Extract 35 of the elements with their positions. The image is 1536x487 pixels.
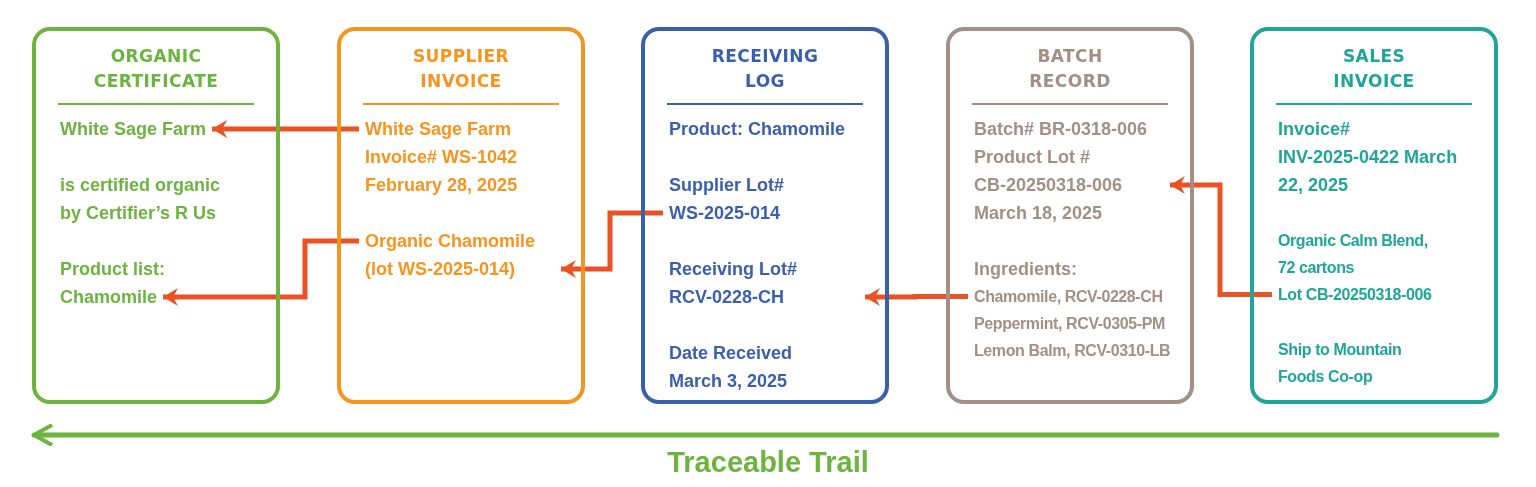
card-heading: SALES INVOICE — [1332, 45, 1416, 93]
arrow — [865, 288, 968, 306]
card-text: Organic Calm Blend, 72 cartons — [1278, 231, 1429, 278]
document-card — [32, 27, 280, 404]
arrow — [212, 120, 359, 138]
card-text: Product: Chamomile — [669, 118, 846, 141]
traced-text: White Sage Farm — [60, 115, 207, 143]
document-card — [337, 27, 585, 404]
card-text: Date Received March 3, 2025 — [669, 342, 794, 393]
card-text: Ingredients: — [974, 258, 1077, 281]
card-text: Lemon Balm, RCV-0310-LB — [974, 341, 1171, 361]
trail-label: Traceable Trail — [667, 445, 869, 480]
arrow — [561, 210, 663, 278]
card-heading: BATCH RECORD — [1028, 45, 1112, 93]
traced-text: Lot CB-20250318-006 — [1278, 281, 1432, 308]
card-heading: SUPPLIER INVOICE — [411, 45, 511, 93]
arrow — [1170, 176, 1272, 297]
document-card — [1250, 27, 1498, 404]
card-text: Product list: — [60, 258, 166, 281]
arrow — [163, 238, 359, 306]
traced-text: Receiving Lot# RCV-0228-CH — [669, 255, 859, 311]
traced-text: Batch# BR-0318-006 Product Lot # CB-20250318-006 March 18, 2025 — [974, 115, 1164, 227]
card-heading: RECEIVING LOG — [710, 45, 820, 93]
card-text: is certified organic by Certifier’s R Us — [60, 174, 222, 225]
traced-text: Supplier Lot# WS-2025-014 — [669, 171, 849, 227]
card-heading: ORGANIC CERTIFICATE — [92, 45, 220, 93]
traced-text: Organic Chamomile (lot WS-2025-014) — [365, 227, 555, 283]
traced-text: Chamomile — [60, 283, 158, 311]
traced-text: White Sage Farm Invoice# WS-1042 February 28, 2025 — [365, 115, 555, 199]
document-card — [641, 27, 889, 404]
card-text: Peppermint, RCV-0305-PM — [974, 314, 1165, 334]
traced-text: Chamomile, RCV-0228-CH — [974, 283, 1163, 310]
card-text: Ship to Mountain Foods Co-op — [1278, 340, 1403, 387]
document-card — [946, 27, 1194, 404]
card-text: Invoice# INV-2025-0422 March 22, 2025 — [1278, 118, 1458, 197]
